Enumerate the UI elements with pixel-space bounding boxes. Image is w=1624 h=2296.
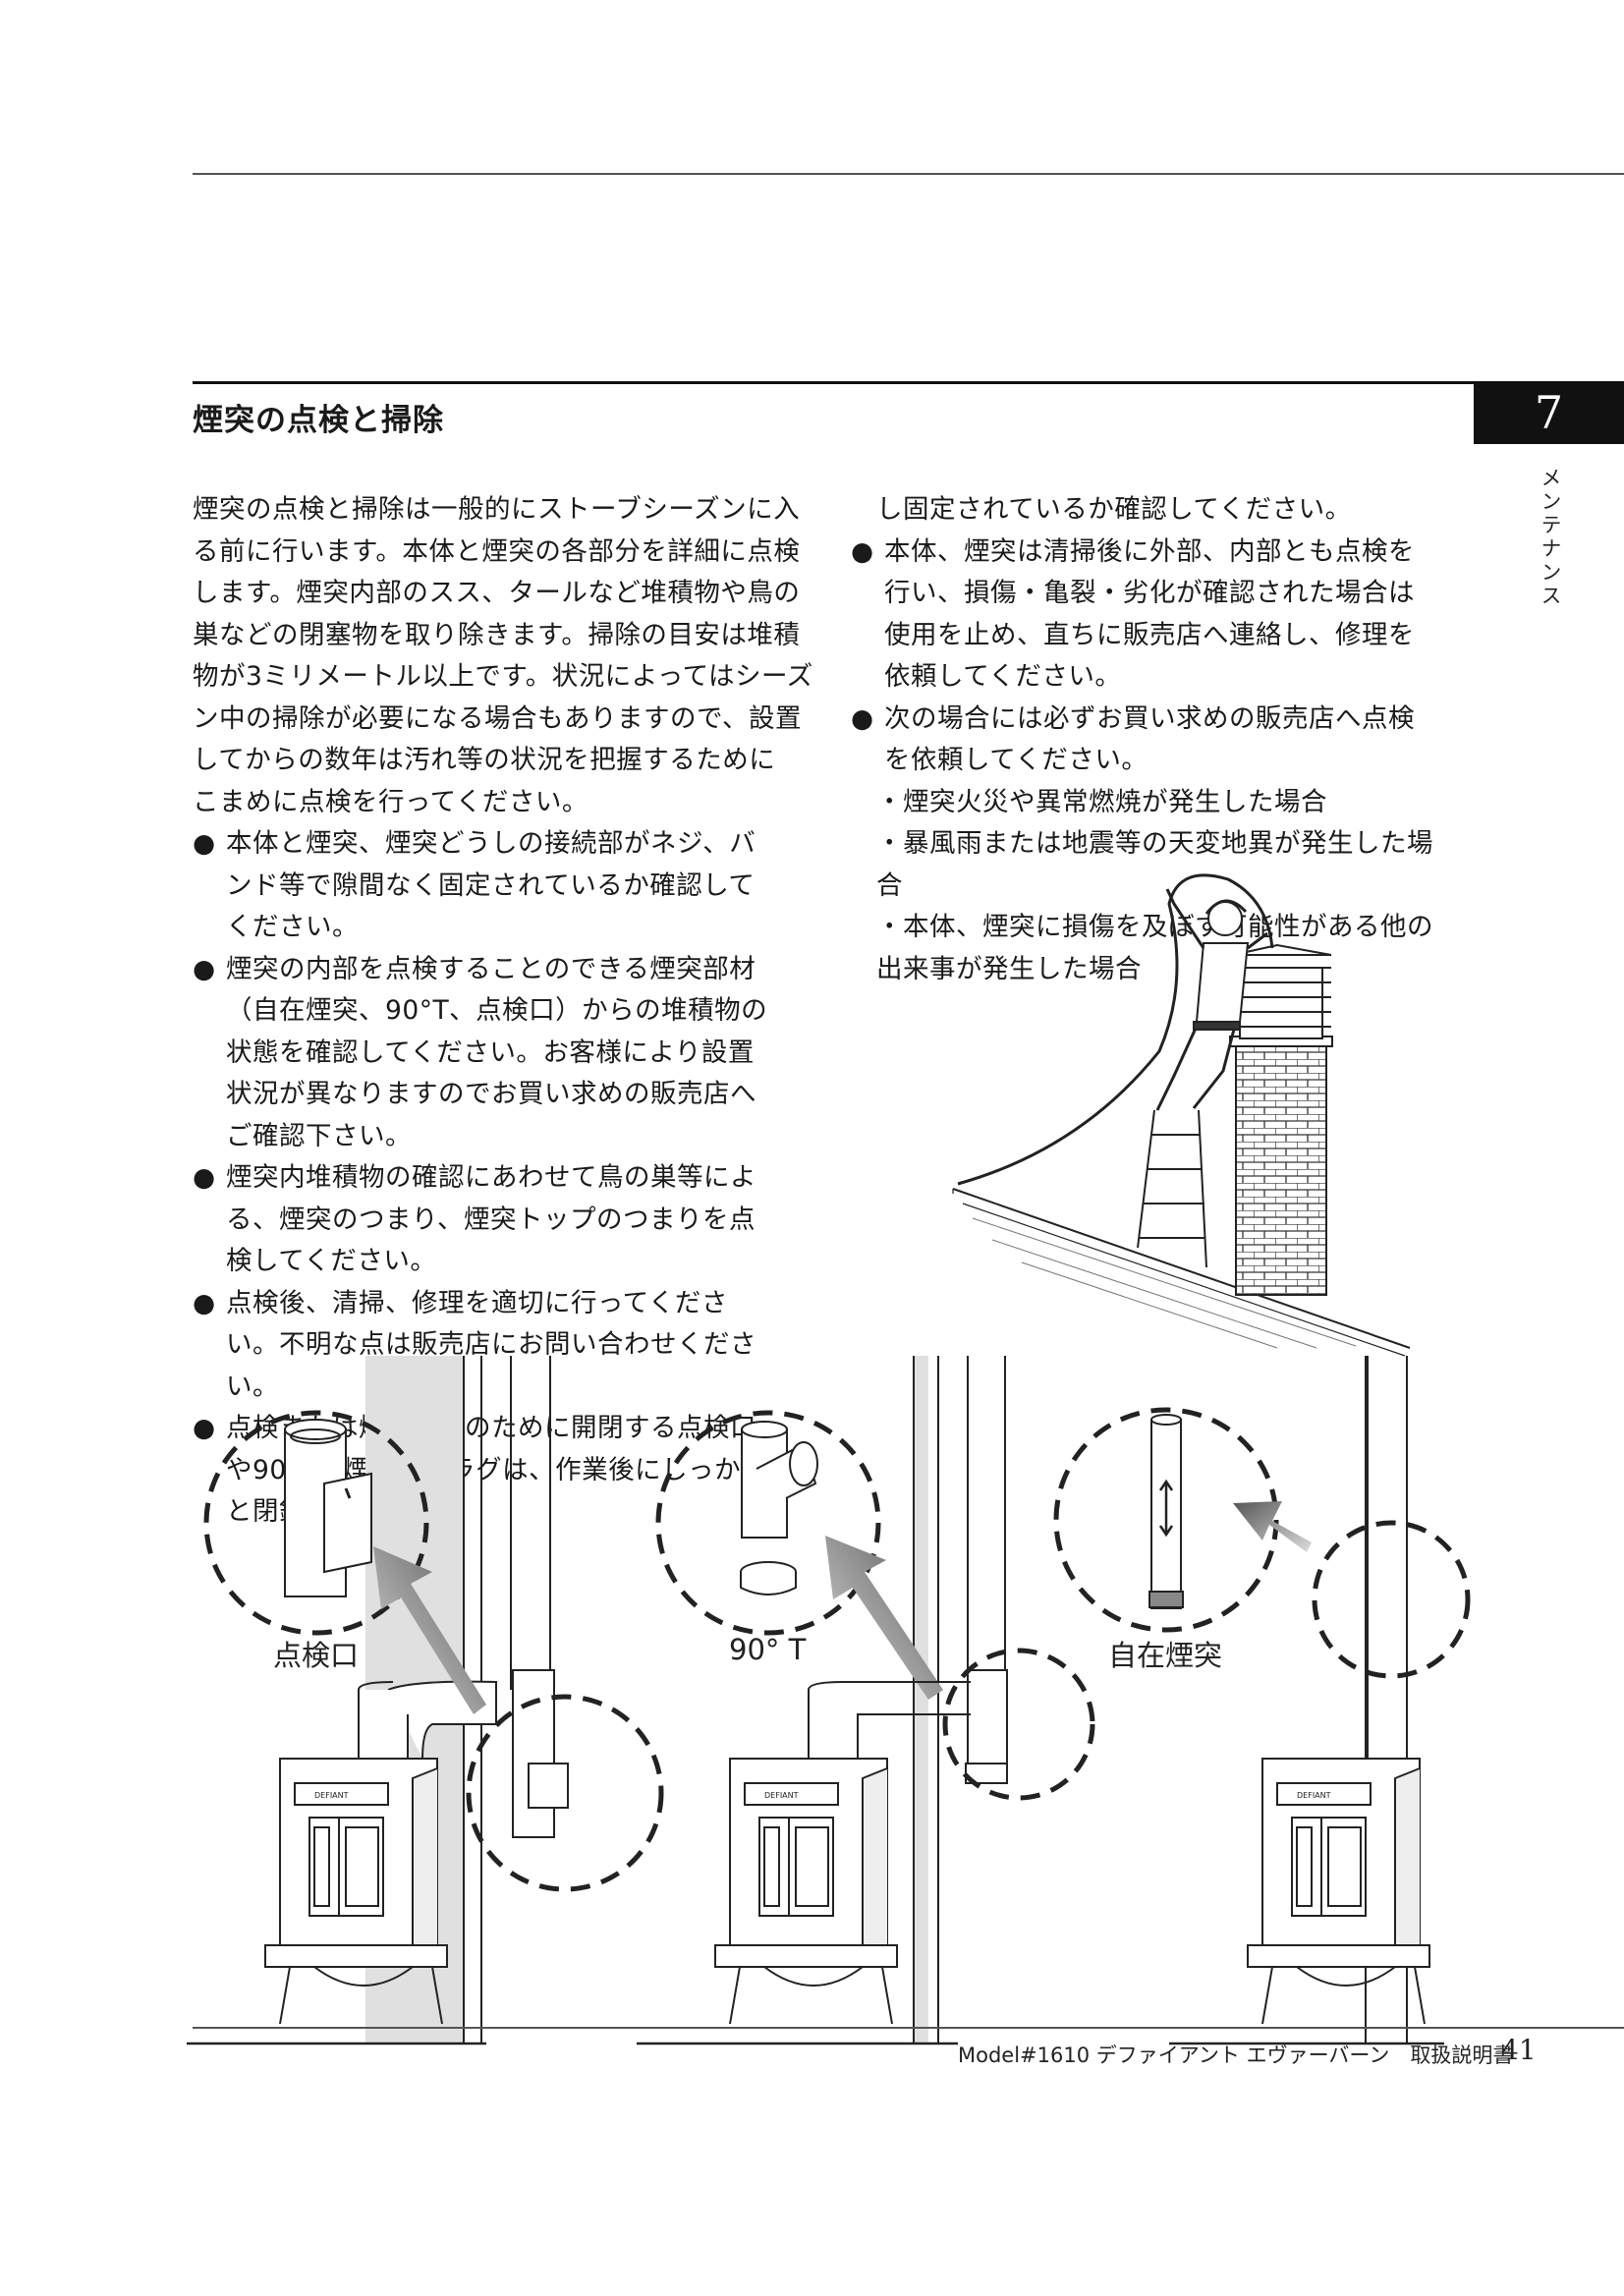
- bullet-text: 煙突内堆積物の確認にあわせて鳥の巣等による、煙突のつまり、煙突トップのつまりを点…: [226, 1162, 756, 1276]
- bullet-item: ● 点検または煙突掃除のために開閉する点検口や90°T型煙突のプラグは、作業後にし…: [193, 1408, 772, 1534]
- left-column: 煙突の点検と掃除は一般的にストーブシーズンに入 る前に行います。本体と煙突の各部…: [193, 489, 813, 1534]
- bullet-text: 点検または煙突掃除のために開閉する点検口や90°T型煙突のプラグは、作業後にしっ…: [226, 1413, 768, 1527]
- bullet-text: 次の場合には必ずお買い求めの販売店へ点検を依頼してください。: [884, 702, 1415, 776]
- stove: DEFIANT: [1247, 1356, 1430, 2025]
- chapter-label: メンテナンス: [1539, 467, 1562, 608]
- sub-item: ・煙突火災や異常燃焼が発生した場合: [876, 786, 1327, 817]
- intro-line: こまめに点検を行ってください。: [193, 786, 588, 817]
- bullet-item: ● 本体、煙突は清掃後に外部、内部とも点検を行い、損傷・亀裂・劣化が確認された場合…: [851, 532, 1440, 699]
- bullet-item: ● 本体と煙突、煙突どうしの接続部がネジ、バンド等で隙間なく固定されているか確認し…: [193, 823, 772, 949]
- bullet-item: ● 煙突内堆積物の確認にあわせて鳥の巣等による、煙突のつまり、煙突トップのつまりを…: [193, 1157, 772, 1283]
- right-column: し固定されているか確認してください。 ● 本体、煙突は清掃後に外部、内部とも点検を…: [851, 489, 1440, 990]
- bullet-item: ● 煙突の内部を点検することのできる煙突部材（自在煙突、90°T、点検口）からの堆…: [193, 949, 772, 1158]
- footer-manual-title: Model#1610 デファイアント エヴァーバーン 取扱説明書: [958, 2044, 1514, 2067]
- bullet-text: 点検後、清掃、修理を適切に行ってください。不明な点は販売店にお問い合わせください…: [226, 1287, 756, 1402]
- label-adjustable-chimney: 自在煙突: [1108, 1639, 1223, 1672]
- bullet-mark: ●: [193, 1162, 216, 1193]
- section-title: 煙突の点検と掃除: [193, 403, 444, 438]
- sub-item: ・暴風雨または地震等の天変地異が発生した場合: [876, 828, 1433, 901]
- bullet-mark: ●: [193, 828, 216, 859]
- bullet-text: 本体、煙突は清掃後に外部、内部とも点検を行い、損傷・亀裂・劣化が確認された場合は…: [884, 535, 1415, 693]
- stove-brand: DEFIANT: [764, 1791, 799, 1800]
- bottom-rule: [193, 2027, 1624, 2029]
- top-rule: [193, 173, 1624, 175]
- sub-item: ・本体、煙突に損傷を及ぼす可能性がある他の出来事が発生した場合: [876, 912, 1433, 984]
- continued-text: し固定されているか確認してください。: [876, 494, 1352, 525]
- bullet-item: ● 次の場合には必ずお買い求めの販売店へ点検を依頼してください。: [851, 699, 1440, 782]
- intro-line: 巣などの閉塞物を取り除きます。掃除の目安は堆積: [193, 619, 801, 650]
- page-number: 41: [1501, 2034, 1537, 2066]
- title-rule: [193, 381, 1474, 384]
- bullet-mark: ●: [193, 1413, 216, 1443]
- bullet-mark: ●: [193, 1287, 216, 1318]
- stove: DEFIANT: [714, 1681, 971, 2025]
- stove-brand: DEFIANT: [314, 1791, 349, 1800]
- bullet-text: 煙突の内部を点検することのできる煙突部材（自在煙突、90°T、点検口）からの堆積…: [226, 953, 768, 1151]
- bullet-mark: ●: [851, 535, 874, 567]
- intro-line: 物が3ミリメートル以上です。状況によってはシーズ: [193, 661, 813, 692]
- label-inspection-port: 点検口: [273, 1639, 360, 1672]
- label-90-tee: 90° T: [729, 1633, 807, 1666]
- bullet-mark: ●: [193, 953, 216, 984]
- intro-line: します。煙突内部のスス、タールなど堆積物や鳥の: [193, 578, 801, 608]
- adjustable-chimney-panel: [1053, 1356, 1471, 2044]
- chapter-number-tab: 7: [1474, 381, 1624, 444]
- stove: DEFIANT: [264, 1681, 448, 2025]
- intro-line: 煙突の点検と掃除は一般的にストーブシーズンに入: [193, 494, 801, 525]
- bullet-item: ● 点検後、清掃、修理を適切に行ってください。不明な点は販売店にお問い合わせくださ…: [193, 1283, 772, 1409]
- bullet-mark: ●: [851, 702, 874, 734]
- bullet-text: 本体と煙突、煙突どうしの接続部がネジ、バンド等で隙間なく固定されているか確認して…: [226, 828, 756, 942]
- intro-line: してからの数年は汚れ等の状況を把握するために: [193, 745, 776, 775]
- intro-line: る前に行います。本体と煙突の各部分を詳細に点検: [193, 535, 801, 567]
- stove-brand: DEFIANT: [1297, 1791, 1331, 1800]
- intro-line: ン中の掃除が必要になる場合もありますので、設置: [193, 702, 802, 734]
